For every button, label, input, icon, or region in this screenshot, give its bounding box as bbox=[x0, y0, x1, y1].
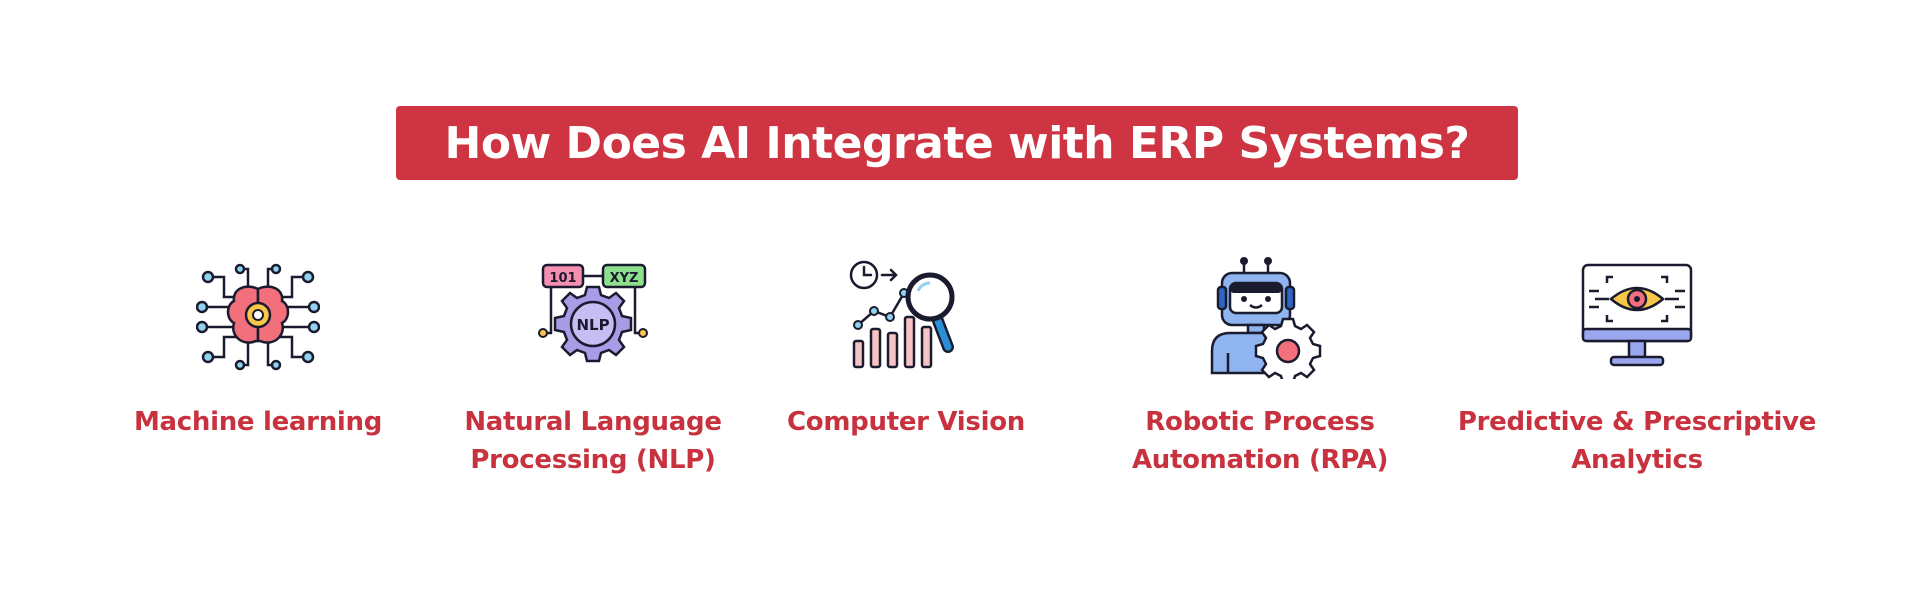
item-label: Machine learning bbox=[133, 407, 383, 437]
item-label: Robotic Process Automation (RPA) bbox=[1131, 407, 1389, 475]
nlp-gear-icon: 101 XYZ NLP bbox=[538, 263, 648, 363]
item-label: Natural Language Processing (NLP) bbox=[464, 407, 722, 475]
item-rpa: Robotic Process Automation (RPA) bbox=[1080, 255, 1440, 479]
item-machine-learning: Machine learning bbox=[78, 255, 438, 441]
item-label: Computer Vision bbox=[787, 407, 1025, 437]
chart-magnifier-icon bbox=[849, 260, 955, 369]
badge-nlp-text: NLP bbox=[576, 316, 609, 334]
item-predictive-analytics: Predictive & Prescriptive Analytics bbox=[1457, 255, 1817, 479]
robot-gear-icon bbox=[1210, 257, 1322, 379]
item-label: Predictive & Prescriptive Analytics bbox=[1457, 407, 1817, 475]
title-banner: How Does AI Integrate with ERP Systems? bbox=[396, 106, 1518, 180]
badge-101-text: 101 bbox=[549, 271, 576, 286]
badge-xyz-text: XYZ bbox=[610, 271, 639, 286]
item-computer-vision: Computer Vision bbox=[726, 255, 1086, 441]
page-title: How Does AI Integrate with ERP Systems? bbox=[444, 117, 1470, 169]
item-nlp: 101 XYZ NLP Natural Language Processing … bbox=[413, 255, 773, 479]
monitor-eye-icon bbox=[1581, 263, 1693, 367]
brain-circuit-icon bbox=[196, 263, 320, 371]
